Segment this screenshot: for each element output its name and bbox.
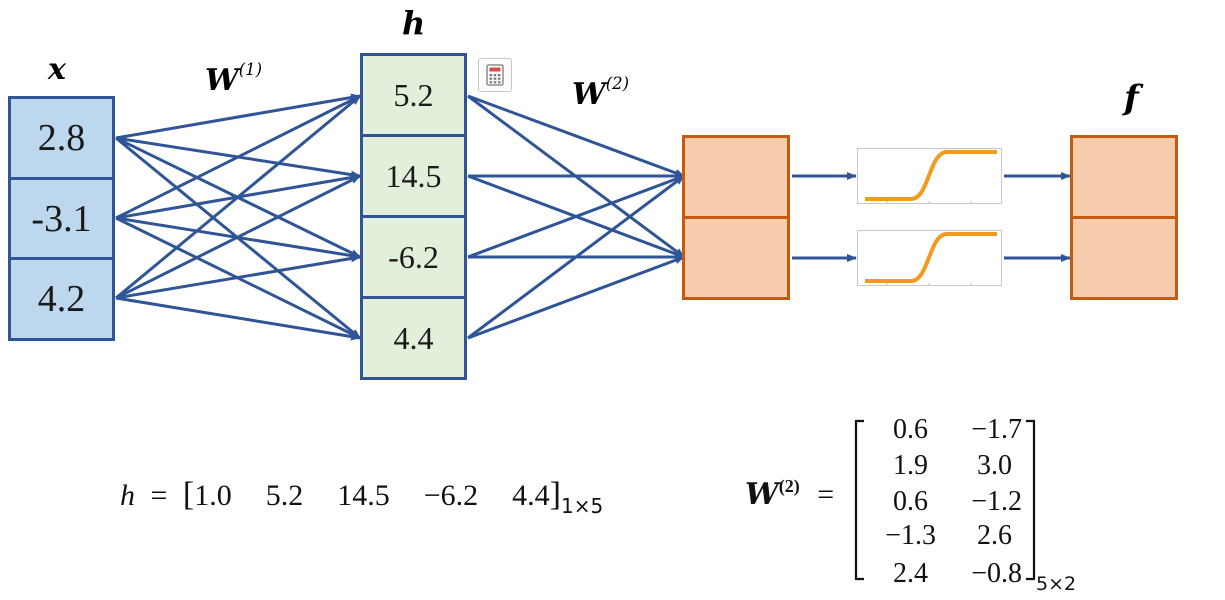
w2-entry-r4-c1: −1.3 [885,520,936,551]
calculator-icon[interactable] [478,58,512,92]
h-vector-subscript: 1×5 [561,494,604,518]
w1-edge-x3-h2 [115,174,361,300]
w1-edge-x3-h3 [115,254,361,300]
w2-entry-r2-c1: 1.9 [893,450,928,481]
w2-entry-r1-c2: −1.7 [971,414,1022,445]
f-label: f [1124,78,1139,118]
w1-label: W(1) [205,60,263,98]
w2-matrix-lhs: W(2) = [745,476,835,512]
h-vector-value-5: 4.4 [512,479,550,512]
input-node-2: -3.1 [8,177,115,260]
h-label: h [402,4,426,42]
w2-entry-r5-c1: 2.4 [893,558,928,589]
w1-edges [115,93,361,341]
w2-label: W(2) [572,74,630,112]
w2-edge-h4-o1 [467,174,685,340]
input-node-3: 4.2 [8,257,115,341]
h-vector-open-bracket: [ [182,476,195,513]
w2-entry-r5-c2: −0.8 [971,558,1022,589]
w2-entry-r1-c1: 0.6 [893,414,928,445]
output-arrows [792,172,1071,262]
w2-edge-h1-o1 [467,94,685,178]
h-vector-value-2: 5.2 [265,479,304,512]
sigmoid-activation-2 [857,230,1002,286]
sigmoid-activation-1 [857,148,1002,204]
w2-entry-r3-c2: −1.2 [971,486,1022,517]
preactivation-node-2 [682,216,790,300]
h-vector-equation: h = [1.0 5.2 14.5 −6.2 4.4]1×5 [120,476,603,518]
x-label: x [48,52,66,87]
h-vector-value-1: 1.0 [194,479,232,512]
w2-matrix-subscript: 5×2 [1036,573,1077,595]
hidden-node-3: -6.2 [360,215,467,299]
preactivation-node-1 [682,135,790,219]
output-node-1 [1070,135,1178,219]
w1-edge-x3-h1 [115,94,361,300]
output-node-2 [1070,216,1178,300]
w1-edge-x2-h1 [115,94,361,220]
w2-edge-h4-o2 [467,255,685,340]
w2-matrix-brackets [854,419,1036,581]
input-node-1: 2.8 [8,96,115,180]
hidden-node-4: 4.4 [360,296,467,380]
w2-edges [467,94,685,340]
h-vector-close-bracket: ] [549,476,561,513]
h-equation-lhs: h [120,479,135,512]
w1-edge-x3-h4 [115,296,361,341]
h-equation-equals: = [150,479,168,512]
hidden-node-2: 14.5 [360,134,467,218]
hidden-node-1: 5.2 [360,53,467,137]
w2-entry-r2-c2: 3.0 [977,450,1012,481]
w2-entry-r4-c2: 2.6 [977,520,1012,551]
w2-entry-r3-c1: 0.6 [893,486,928,517]
h-vector-value-3: 14.5 [337,479,390,512]
h-vector-value-4: −6.2 [423,479,479,512]
w1-edge-x1-h1 [115,93,361,140]
w2-edge-h3-o1 [467,174,685,259]
